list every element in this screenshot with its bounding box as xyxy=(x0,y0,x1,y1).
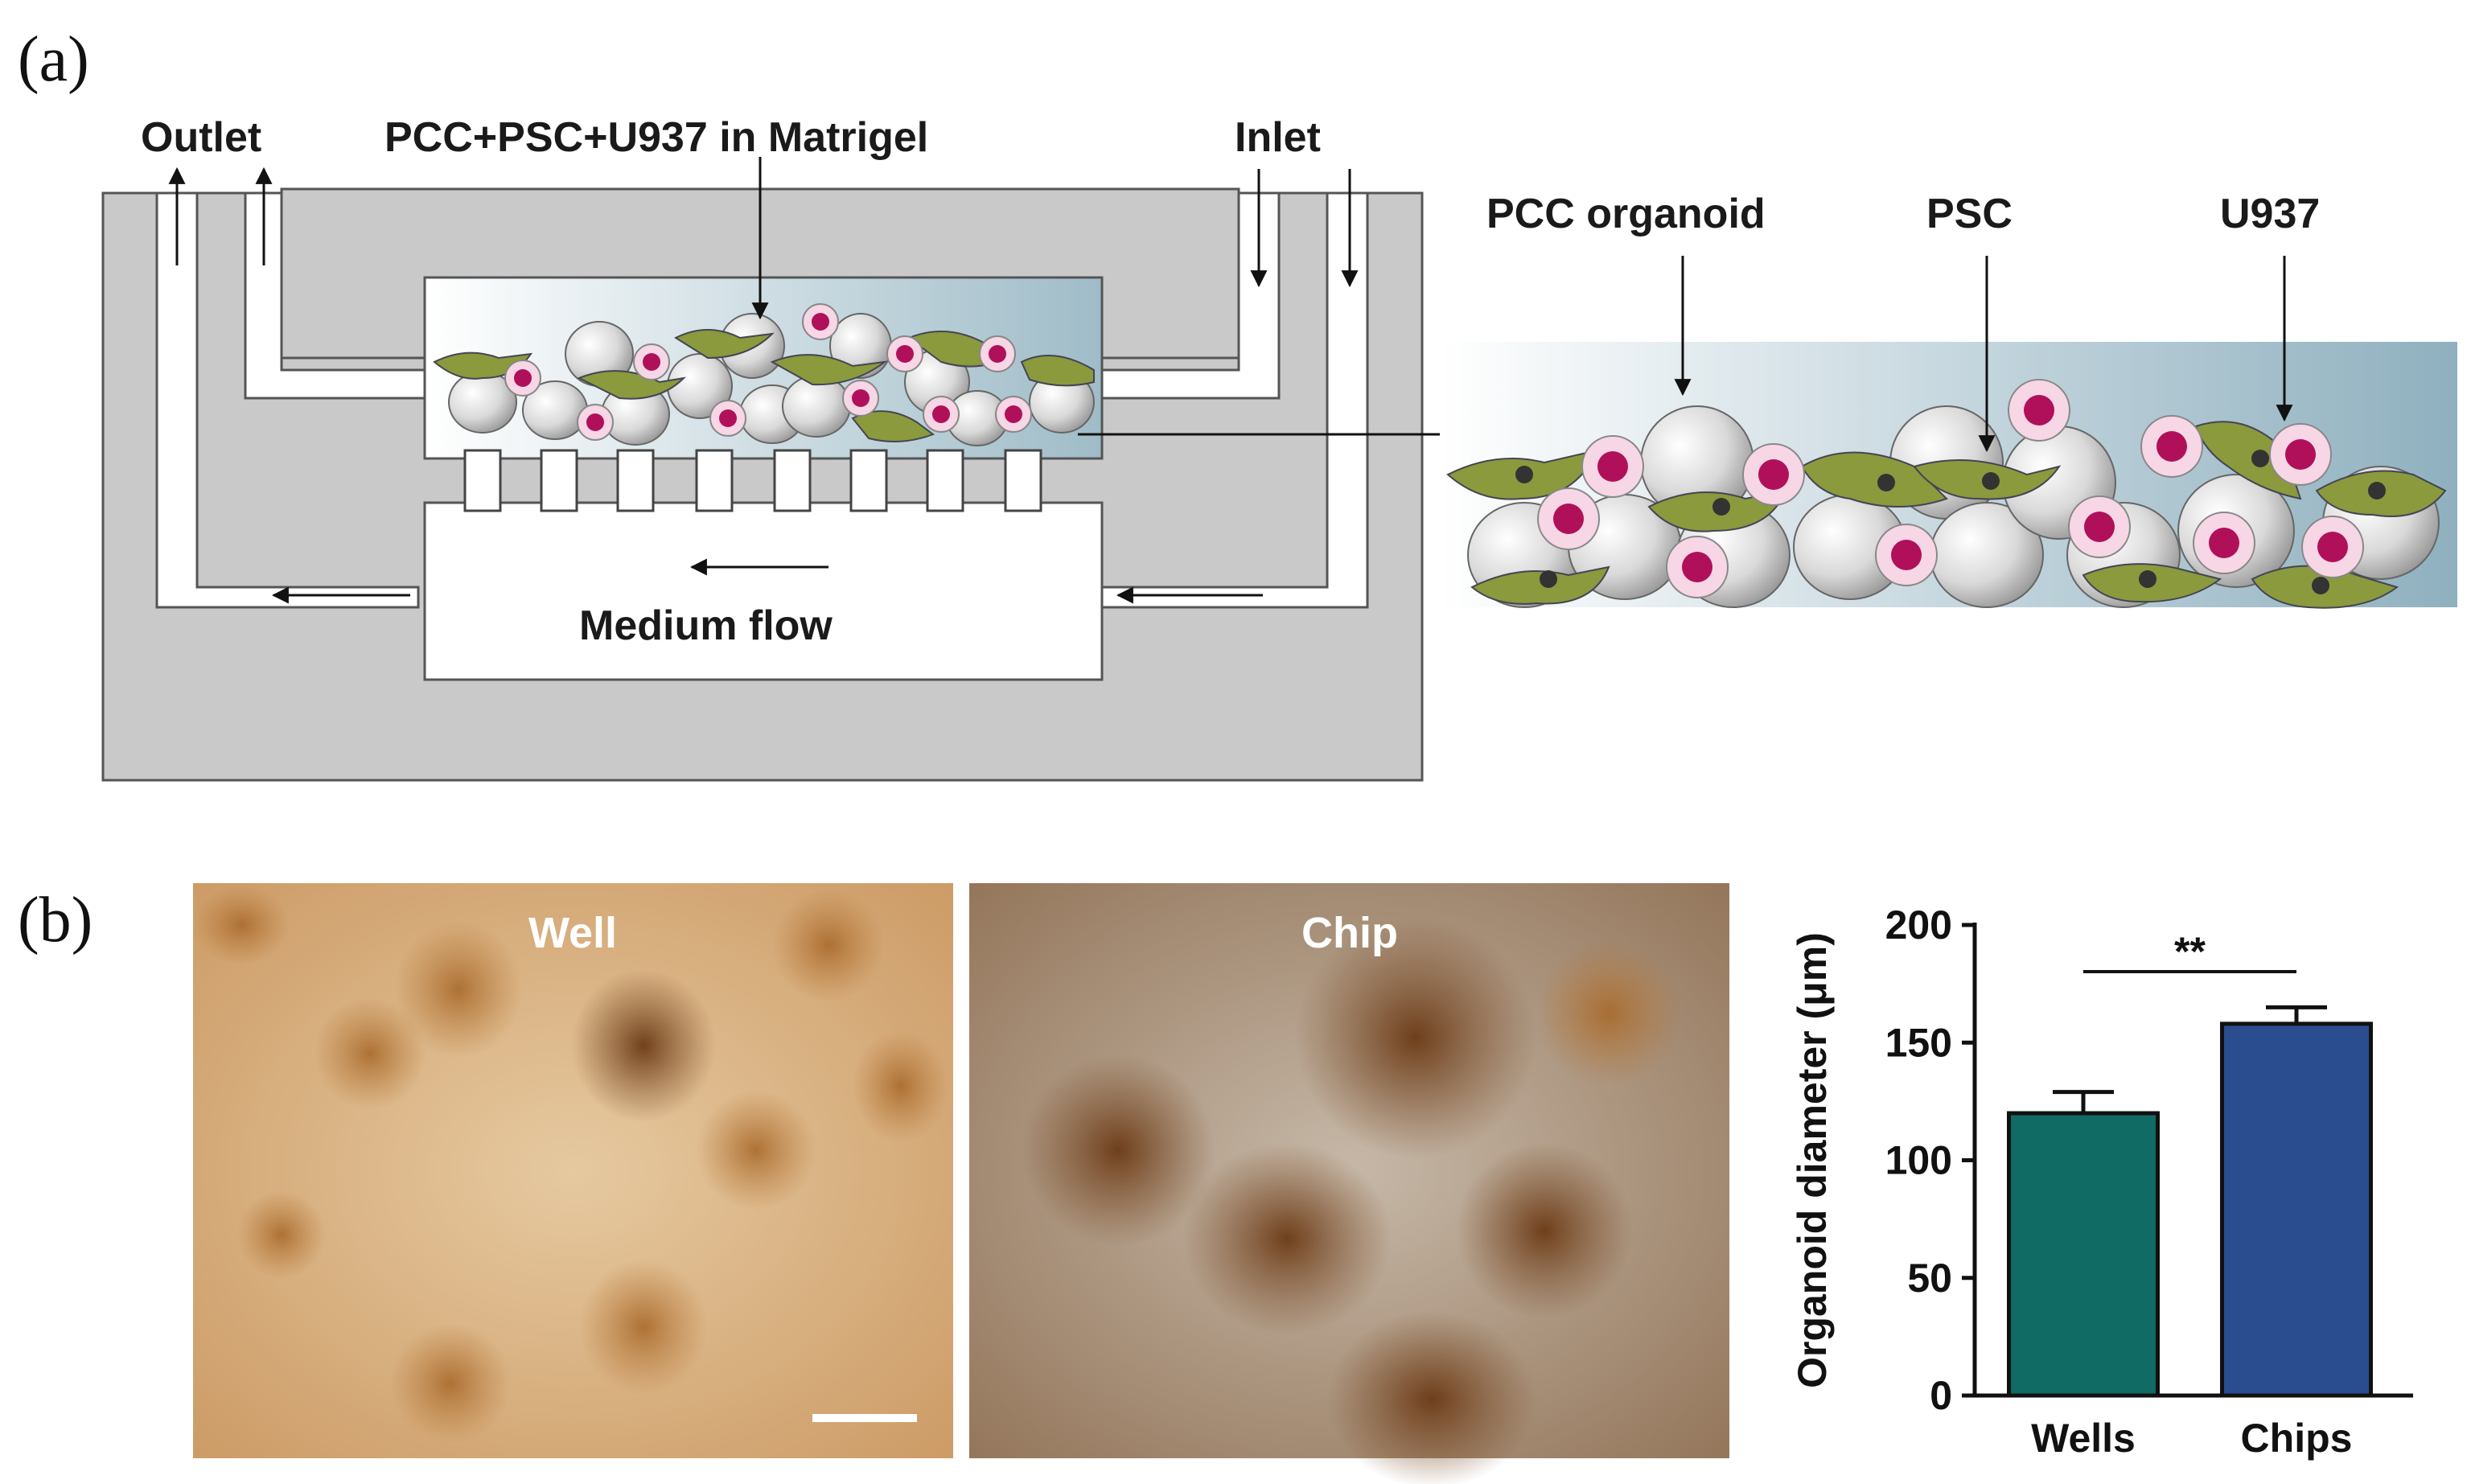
bar-wells xyxy=(2007,1111,2160,1398)
panel-a-label: (a) xyxy=(18,24,89,95)
y-tick-label: 150 xyxy=(1885,1020,1952,1065)
bar-chips xyxy=(2220,1022,2373,1398)
y-axis-title: Organoid diameter (μm) xyxy=(1790,932,1835,1388)
chip-photo-label: Chip xyxy=(1301,909,1398,957)
y-tick-label: 200 xyxy=(1885,902,1952,948)
medium-flow-label: Medium flow xyxy=(579,602,833,649)
well-photo-label: Well xyxy=(528,909,617,957)
y-tick-label: 50 xyxy=(1907,1256,1952,1301)
organoid-diameter-chart: 0 50 100 150 200 Wells Chips ** Organoid diam… xyxy=(1790,902,2413,1461)
outlet-label: Outlet xyxy=(141,114,261,161)
device-cell-cluster xyxy=(433,303,1095,446)
inset-label-organoid: PCC organoid xyxy=(1486,191,1766,237)
inlet-label: Inlet xyxy=(1235,114,1321,161)
y-tick-label: 0 xyxy=(1930,1373,1952,1418)
inset-label-psc: PSC xyxy=(1926,191,2013,237)
panel-b-label: (b) xyxy=(18,885,93,956)
medium-chamber xyxy=(423,501,1104,681)
matrigel-label: PCC+PSC+U937 in Matrigel xyxy=(384,114,928,161)
chip-micrograph xyxy=(969,883,1729,1484)
membrane-pillars xyxy=(463,449,1042,512)
x-tick-label-chips: Chips xyxy=(2241,1416,2353,1461)
well-micrograph xyxy=(193,883,953,1458)
bars xyxy=(2007,1005,2373,1398)
outlet-channel xyxy=(155,191,420,609)
significance-marker: ** xyxy=(2174,929,2206,974)
y-ticks: 0 50 100 150 200 xyxy=(1885,902,1975,1418)
x-tick-labels: Wells Chips xyxy=(2031,1416,2352,1461)
x-tick-label-wells: Wells xyxy=(2031,1416,2136,1461)
chip-device-schematic xyxy=(101,157,1440,782)
cell-inset xyxy=(1440,256,2457,609)
inset-label-u937: U937 xyxy=(2220,191,2320,237)
y-tick-label: 100 xyxy=(1885,1138,1952,1183)
